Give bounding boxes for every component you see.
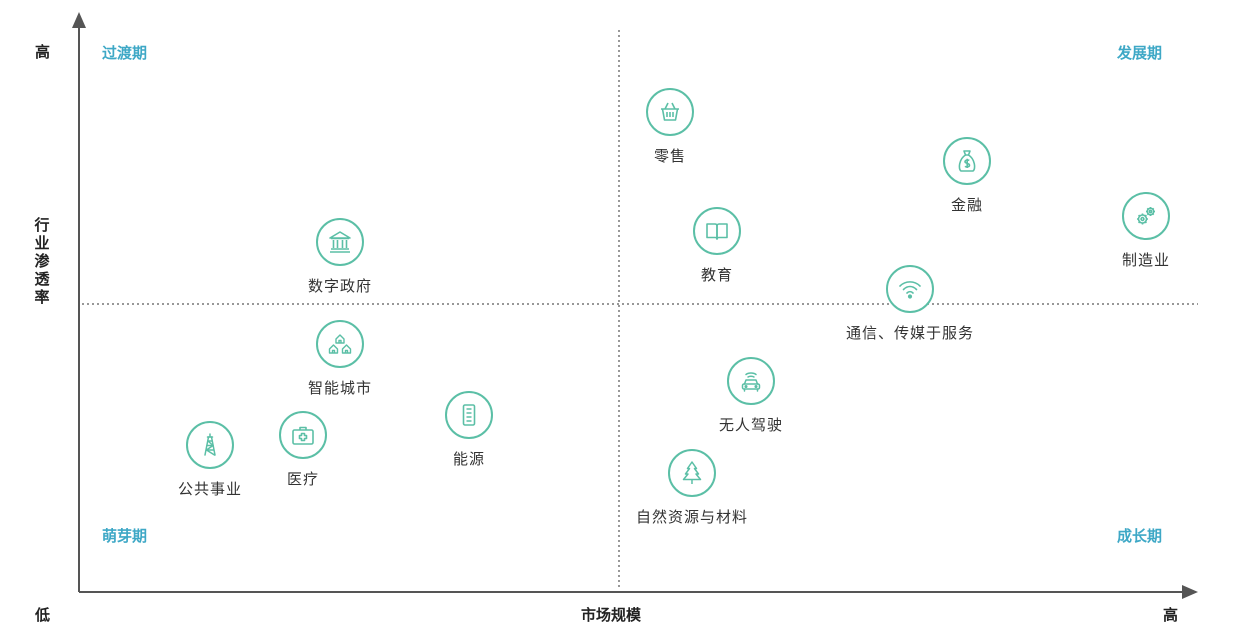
gears-icon [1121,192,1170,240]
item-education: 教育 [693,207,741,285]
houses-icon [315,320,364,368]
tree-icon [667,449,716,497]
item-label: 数字政府 [307,277,373,295]
wifi-icon [885,265,934,313]
battery-icon [445,391,493,439]
y-axis-high-label: 高 [35,43,51,61]
item-label: 通信、传媒于服务 [845,324,975,342]
item-label: 公共事业 [177,480,243,498]
item-digital-government: 数字政府 [308,218,372,296]
item-telecom-media: 通信、传媒于服务 [846,265,974,343]
item-label: 金融 [950,196,983,214]
item-smart-city: 智能城市 [308,320,372,398]
item-natural-resources: 自然资源与材料 [636,449,748,527]
item-public-utilities: 公共事业 [178,421,242,499]
item-label: 无人驾驶 [718,416,784,434]
x-axis-arrow [1182,585,1198,599]
item-label: 自然资源与材料 [635,508,749,526]
item-label: 医疗 [286,470,319,488]
item-label: 智能城市 [307,379,373,397]
item-autonomous-driving: 无人驾驶 [719,357,783,435]
x-axis-title: 市场规模 [581,606,642,624]
book-icon [693,207,741,255]
quadrant-label-top-left: 过渡期 [102,44,148,62]
car-icon [726,357,775,405]
x-axis-high-label: 高 [1163,606,1179,624]
y-axis-low-label: 低 [35,606,51,624]
medical-kit-icon [279,411,327,459]
item-finance: 金融 [943,137,991,215]
basket-icon [646,88,694,136]
government-building-icon [315,218,364,266]
item-retail: 零售 [646,88,694,166]
power-tower-icon [185,421,234,469]
item-healthcare: 医疗 [279,411,327,489]
quadrant-label-top-right: 发展期 [1117,44,1163,62]
item-label: 能源 [452,450,485,468]
quadrant-label-bottom-left: 萌芽期 [102,527,148,545]
y-axis-title: 行业渗透率 [34,216,50,306]
quadrant-label-bottom-right: 成长期 [1117,527,1163,545]
item-label: 零售 [653,147,686,165]
item-label: 制造业 [1121,251,1171,269]
item-label: 教育 [700,266,733,284]
item-manufacturing: 制造业 [1121,192,1171,270]
money-bag-icon [943,137,991,185]
y-axis-arrow [72,12,86,28]
item-energy: 能源 [445,391,493,469]
